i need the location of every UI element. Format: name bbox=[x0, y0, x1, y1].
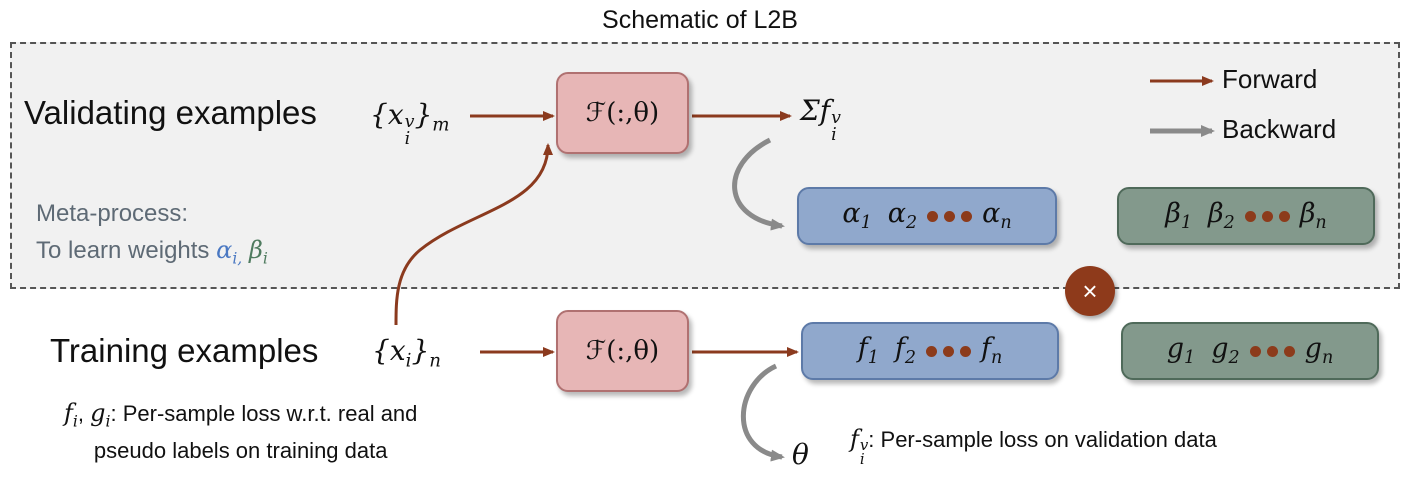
f-1: f1 bbox=[857, 333, 879, 369]
alpha-1: α1 bbox=[842, 198, 872, 234]
f-n: fn bbox=[981, 333, 1003, 369]
arrow-train-to-val-model bbox=[394, 143, 553, 326]
g-n: gn bbox=[1304, 333, 1334, 369]
ellipsis-dots bbox=[926, 345, 971, 357]
beta-1: β1 bbox=[1165, 198, 1193, 234]
ellipsis-dots bbox=[1244, 210, 1290, 222]
meta-process-text: Meta-process: To learn weights αi, βi bbox=[36, 196, 268, 276]
alpha-weights-box: α1 α2 αn bbox=[797, 187, 1057, 245]
meta-process-panel bbox=[10, 42, 1400, 289]
legend-forward-label: Forward bbox=[1222, 64, 1318, 94]
g-1: g1 bbox=[1166, 333, 1196, 369]
beta-weights-box: β1 β2 βn bbox=[1117, 187, 1375, 245]
ellipsis-dots bbox=[1249, 345, 1295, 357]
g-2: g2 bbox=[1211, 333, 1240, 369]
training-examples-label: Training examples bbox=[50, 332, 319, 369]
meta-process-description: To learn weights αi, βi bbox=[36, 236, 268, 268]
training-model-label: ℱ(:,θ) bbox=[585, 336, 660, 366]
legend-backward-label: Backward bbox=[1222, 114, 1337, 144]
alpha-n: αn bbox=[982, 198, 1012, 234]
meta-process-heading: Meta-process: bbox=[36, 200, 189, 227]
f-losses-box: f1 f2 fn bbox=[801, 322, 1059, 380]
training-loss-caption-line2: pseudo labels on training data bbox=[93, 438, 388, 464]
arrow-sum-to-weights bbox=[732, 137, 785, 231]
validating-examples-label: Validating examples bbox=[24, 94, 317, 131]
ellipsis-dots bbox=[927, 210, 973, 222]
training-set-symbol: {xi}n bbox=[372, 334, 441, 372]
alpha-2: α2 bbox=[887, 198, 918, 234]
training-model-box: ℱ(:,θ) bbox=[556, 310, 689, 392]
beta-2: β2 bbox=[1208, 198, 1235, 234]
meta-alpha-symbol: αi, bbox=[216, 236, 243, 268]
meta-beta-symbol: βi bbox=[248, 236, 268, 268]
training-loss-caption-line1: fi, gi: Per-sample loss w.r.t. real and bbox=[64, 399, 418, 431]
multiply-icon: × bbox=[1065, 266, 1115, 316]
validation-model-box: ℱ(:,θ) bbox=[556, 72, 689, 154]
diagram-title: Schematic of L2B bbox=[602, 6, 798, 34]
g-losses-box: g1 g2 gn bbox=[1121, 322, 1379, 380]
theta-symbol: θ bbox=[792, 438, 809, 471]
arrow-f-to-theta bbox=[741, 363, 785, 462]
validation-model-label: ℱ(:,θ) bbox=[585, 98, 660, 128]
beta-n: βn bbox=[1299, 198, 1327, 234]
training-loss-caption: fi, gi: Per-sample loss w.r.t. real and … bbox=[64, 398, 417, 466]
f-2: f2 bbox=[894, 333, 916, 369]
